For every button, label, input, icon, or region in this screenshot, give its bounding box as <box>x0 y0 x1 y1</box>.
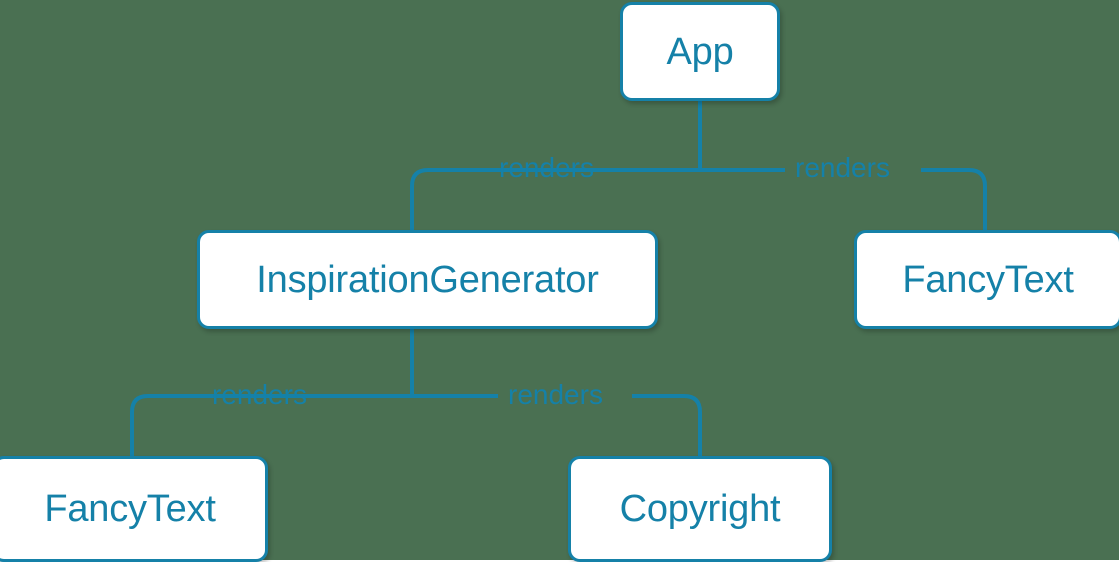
edge-label-app-to-inspirationgenerator: renders <box>499 152 594 183</box>
edge-inspirationgenerator-to-fancytext-left <box>130 394 412 456</box>
node-copyright-label: Copyright <box>619 488 781 530</box>
node-app[interactable]: App <box>620 2 780 101</box>
node-inspirationgenerator-label: InspirationGenerator <box>256 258 599 301</box>
edge-label-inspirationgenerator-to-fancytext-left: renders <box>212 379 307 410</box>
edge-label-app-to-fancytext-right: renders <box>795 152 890 183</box>
node-fancytext-right-label: FancyText <box>902 258 1074 301</box>
node-inspirationgenerator[interactable]: InspirationGenerator <box>197 230 658 329</box>
node-fancytext-right[interactable]: FancyText <box>854 230 1119 329</box>
edge-inspirationgenerator-to-copyright <box>412 394 702 456</box>
node-fancytext-left-label: FancyText <box>44 488 216 530</box>
node-fancytext-left[interactable]: FancyText <box>0 456 268 562</box>
node-copyright[interactable]: Copyright <box>568 456 832 562</box>
edge-label-inspirationgenerator-to-copyright: renders <box>508 379 603 410</box>
edge-app-to-fancytext-right <box>700 168 987 230</box>
edge-app-to-inspirationgenerator <box>410 168 700 230</box>
node-app-label: App <box>666 30 734 73</box>
